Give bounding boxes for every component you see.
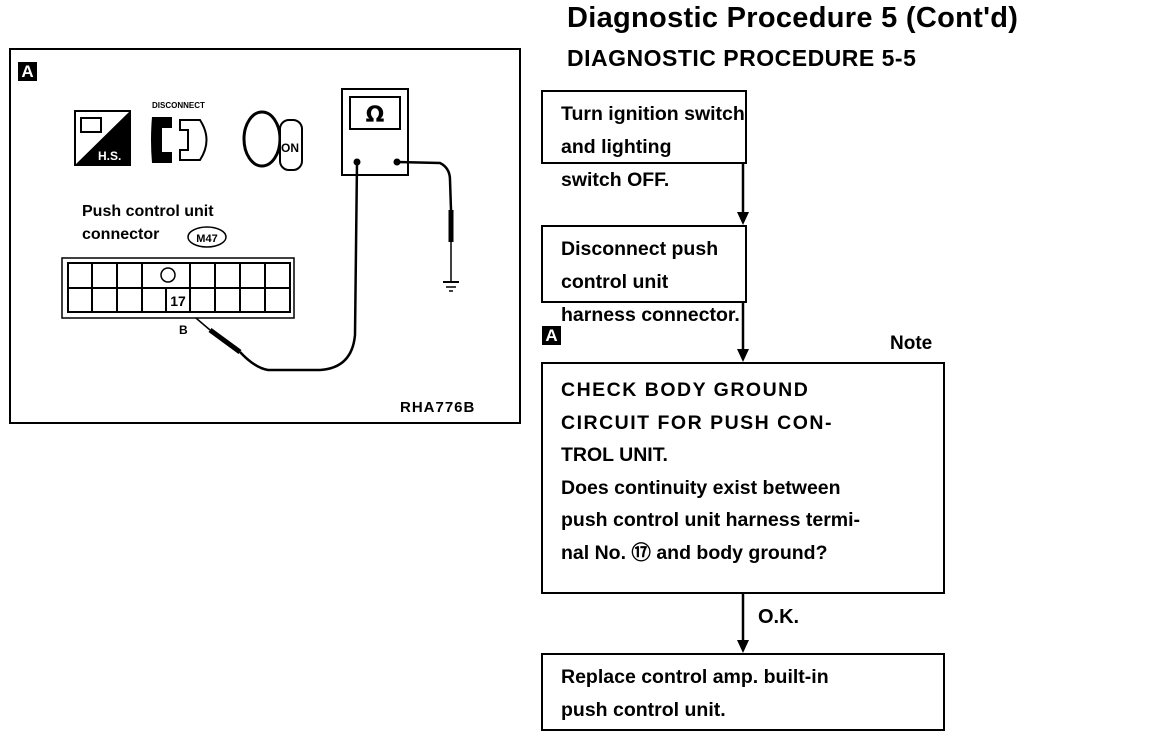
step2-line: Disconnect push control unit [561, 238, 719, 293]
step3-line: push control unit harness termi- [561, 509, 861, 531]
step4-line: push control unit. [561, 699, 726, 721]
flow-step-2: Disconnect push control unit harness con… [541, 225, 747, 326]
ok-label: O.K. [758, 606, 800, 628]
flow-step-3: CHECK BODY GROUND CIRCUIT FOR PUSH CON- … [541, 362, 945, 594]
hs-label: H.S. [98, 149, 121, 163]
connector-id-badge [187, 226, 227, 248]
flow-step-4: Replace control amp. built-in push contr… [541, 653, 945, 731]
disconnect-connector-icon: DISCONNECT [151, 101, 208, 163]
meter-symbol: Ω [366, 103, 385, 128]
note-label: Note [890, 333, 933, 354]
flow-badge: A [542, 326, 561, 345]
figure-panel [9, 48, 521, 424]
ground-icon [443, 281, 459, 292]
connector-id: M47 [196, 233, 217, 245]
figure-drawing: H.S. DISCONNECT ON Ω [61, 88, 459, 372]
page-title: Diagnostic Procedure 5 (Cont'd) [567, 2, 1019, 34]
ohmmeter-icon: Ω [341, 88, 409, 176]
step3-line: TROL UNIT. [561, 444, 668, 466]
ignition-key-on-icon: ON [242, 110, 303, 171]
step4-line: Replace control amp. built-in [561, 666, 829, 688]
step1-line: switch OFF. [561, 169, 670, 191]
step1-line: Turn ignition switch and lighting [561, 103, 745, 158]
step3-line: CIRCUIT FOR PUSH CON- [561, 411, 833, 434]
connector-label-line1: Push control unit [82, 203, 214, 220]
wire-color-label: B [179, 323, 188, 337]
test-lead-wire [239, 161, 359, 372]
terminal-17: 17 [170, 293, 186, 309]
step3-line: nal No. ⑰ and body ground? [561, 541, 828, 564]
step3-line: Does continuity exist between [561, 476, 841, 499]
page-subtitle: DIAGNOSTIC PROCEDURE 5-5 [567, 45, 917, 71]
on-label: ON [281, 141, 299, 155]
flow-step-1: Turn ignition switch and lighting switch… [541, 90, 747, 191]
step2-line: harness connector. [561, 304, 740, 326]
figure-badge: A [18, 62, 37, 81]
figure-ref-code: RHA776B [400, 399, 476, 416]
connector-label-line2: connector [82, 226, 160, 243]
harness-side-icon: H.S. [74, 110, 131, 166]
connector-diagram: 17 [61, 257, 295, 319]
test-probe [208, 327, 242, 355]
step3-line: CHECK BODY GROUND [561, 379, 810, 401]
disconnect-label: DISCONNECT [152, 101, 205, 110]
